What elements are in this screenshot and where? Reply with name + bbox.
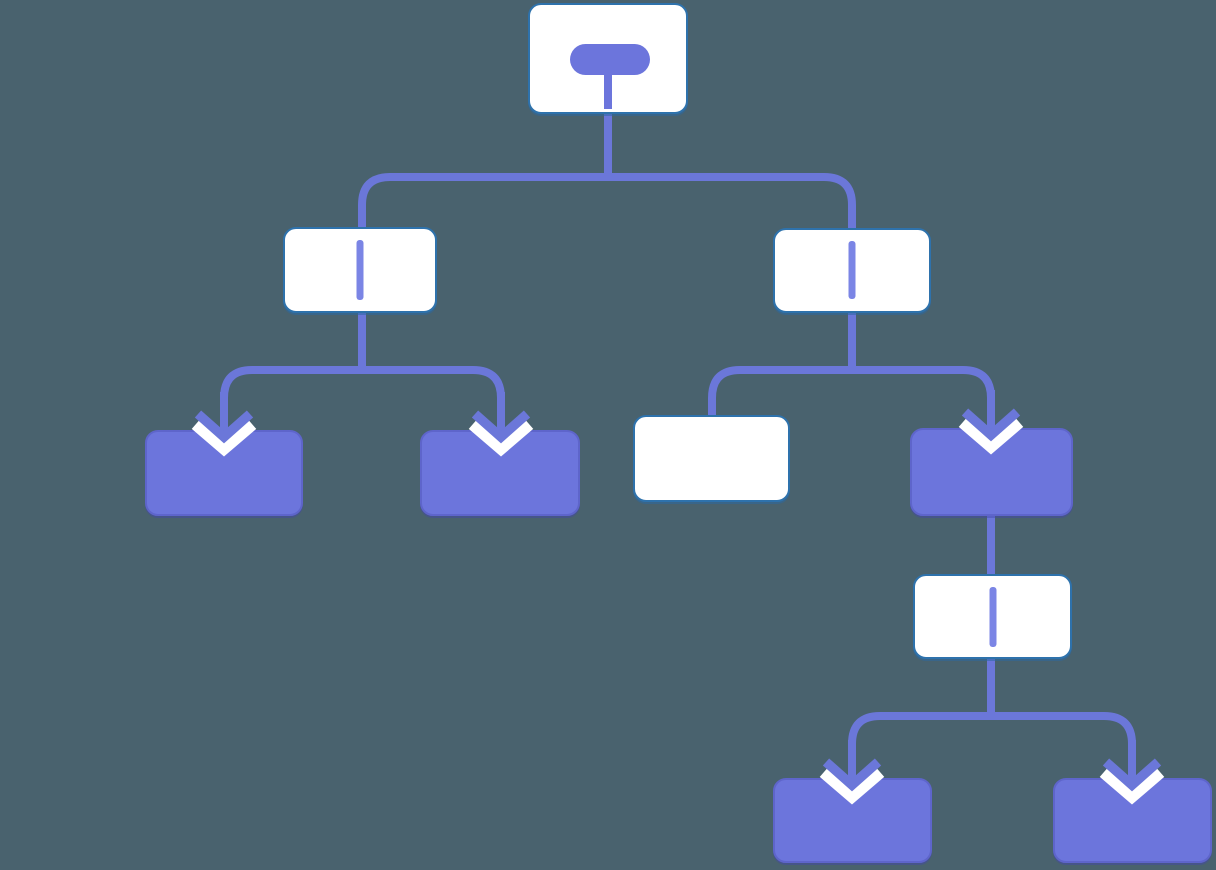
pill-stem-icon [604,71,612,109]
insert-line-indicator-icon [989,587,996,647]
node-root[interactable] [528,3,688,114]
drop-arrow-icon [819,740,885,805]
drop-arrow-icon [1099,740,1165,805]
drop-arrow-icon [958,390,1024,455]
edge-branch-left-children-bar [220,366,505,418]
node-branch-right[interactable] [773,228,931,313]
edge-branch-sub-children-bar [848,712,1136,768]
edge-root-children-bar [358,173,856,232]
node-child-right[interactable] [633,415,790,502]
insert-line-indicator-icon [356,240,364,300]
node-branch-sub[interactable] [913,574,1072,659]
drop-arrow-icon [191,392,257,457]
drop-arrow-icon [468,392,534,457]
insert-line-indicator-icon [848,241,856,299]
edge-branch-right-children-bar [708,366,995,422]
pill-node-icon [570,44,650,75]
node-branch-left[interactable] [283,227,437,313]
